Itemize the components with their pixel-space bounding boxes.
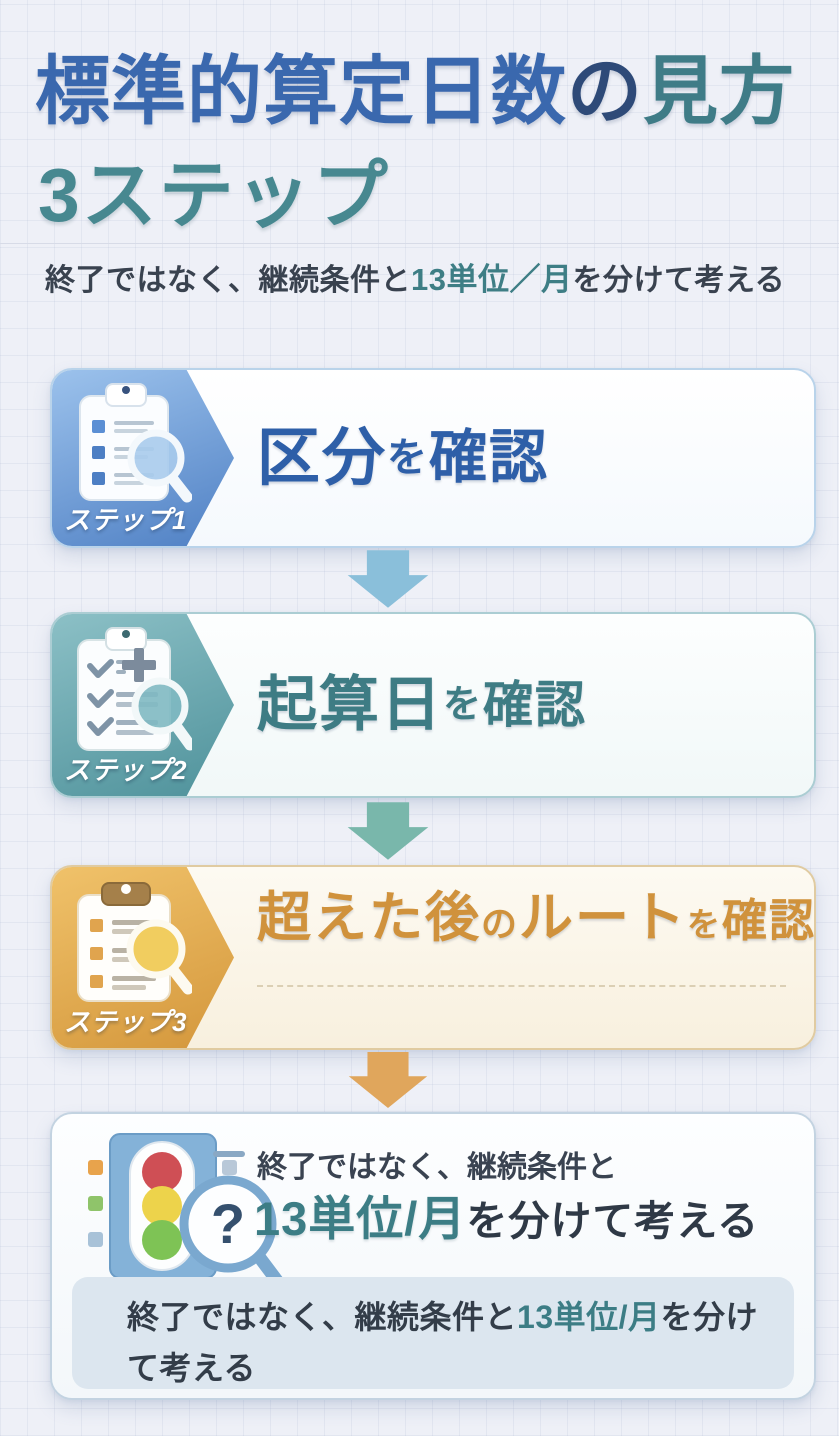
step-title-2: 起算日を確認: [257, 614, 587, 796]
step-title-segment: 起算日: [257, 671, 443, 738]
step3-dashed-divider: [257, 985, 786, 987]
step-badge-1: ステップ1: [52, 370, 234, 546]
title-particle: の: [567, 49, 644, 133]
step-card-3: ステップ3 超えた後のルートを確認: [50, 865, 816, 1050]
down-arrow-icon: [347, 550, 429, 608]
question-glyph: ?: [211, 1192, 245, 1255]
subtitle: 終了ではなく、継続条件と13単位／月を分けて考える: [45, 254, 785, 299]
clipboard-checklist-magnifier-icon: [77, 882, 192, 1002]
title-step-count: 3ステップ: [38, 153, 390, 237]
step-title-segment: を: [687, 906, 723, 943]
subtitle-prefix: 終了ではなく、継続条件と: [45, 264, 411, 297]
step-title-segment: 確認: [429, 425, 550, 490]
title-main: 標準的算定日数: [35, 49, 568, 133]
step-title-segment: 超えた後: [257, 888, 481, 948]
subtitle-highlight: 13単位／月: [411, 262, 573, 297]
step-card-2: ステップ2 起算日を確認: [50, 612, 816, 798]
subtitle-suffix: を分けて考える: [572, 264, 786, 297]
note-highlight: 13単位/月: [517, 1299, 661, 1335]
result-note-box: 終了ではなく、継続条件と13単位/月を分けて考える: [72, 1277, 794, 1389]
step-title-segment: 確認: [483, 677, 588, 733]
step-badge-label: ステップ1: [64, 505, 188, 535]
result-note-text: 終了ではなく、継続条件と13単位/月を分けて考える: [127, 1292, 764, 1394]
step-title-segment: の: [481, 903, 520, 944]
step-title-segment: を: [387, 436, 429, 480]
down-arrow-icon: [348, 1052, 428, 1108]
step-title-segment: ルート: [519, 888, 688, 948]
step-badge-2: ステップ2: [52, 614, 234, 796]
flow-arrow-1: [340, 550, 436, 608]
step-card-1: ステップ1 区分を確認: [50, 368, 816, 548]
note-suffix: を分けて考える: [127, 1299, 759, 1387]
step-badge-label: ステップ2: [64, 755, 188, 785]
clipboard-checkmarks-magnifier-icon: [77, 627, 192, 751]
step-title-segment: を: [443, 684, 484, 726]
title-suffix: 見方: [643, 49, 796, 133]
flow-arrow-2: [340, 800, 436, 862]
step-badge-3: ステップ3: [52, 867, 234, 1048]
step-title-1: 区分を確認: [257, 370, 549, 546]
step-title-segment: 確認: [722, 895, 816, 946]
step-badge-label: ステップ3: [64, 1007, 188, 1037]
flow-arrow-3: [340, 1052, 436, 1108]
result-heading-line2: 13単位/月を分けて考える: [254, 1180, 759, 1249]
result-heading-line1: 終了ではなく、継続条件と: [257, 1151, 617, 1184]
note-prefix: 終了ではなく、継続条件と: [127, 1299, 518, 1335]
down-arrow-icon: [347, 802, 429, 860]
result-heading-suffix: を分けて考える: [466, 1198, 760, 1244]
page-title: 標準的算定日数の見方: [35, 30, 795, 139]
step-title-3: 超えた後のルートを確認: [257, 888, 816, 948]
step-title-segment: 区分: [257, 422, 387, 493]
result-card: ? 終了ではなく、継続条件と 13単位/月を分けて考える 終了ではなく、継続条件…: [50, 1112, 816, 1400]
clipboard-checklist-magnifier-icon: [79, 383, 192, 503]
traffic-light-question-magnifier-icon: ?: [80, 1133, 284, 1297]
header-divider: [0, 243, 839, 244]
result-highlight: 13単位/月: [254, 1192, 467, 1245]
